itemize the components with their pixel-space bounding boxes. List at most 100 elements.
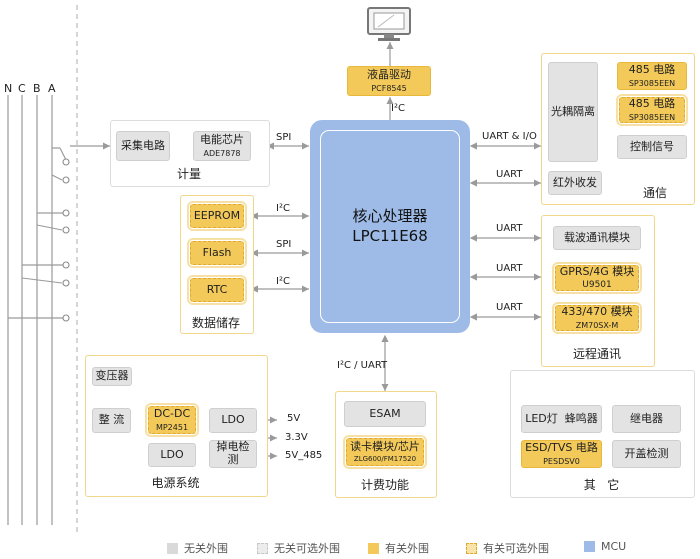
- sampling-circuit-block: 采集电路: [116, 131, 170, 161]
- ir-transceiver-block: 红外收发: [548, 171, 602, 195]
- voltage-5v-label: 5V: [287, 413, 301, 424]
- sampling-circuit-label: 采集电路: [121, 138, 165, 152]
- remote-bus2-label: UART: [496, 263, 523, 274]
- rectifier-label: 整 流: [98, 413, 125, 427]
- legend-text: 无关外围: [184, 542, 228, 555]
- remote-comm-label: 远程通讯: [572, 347, 621, 361]
- eeprom-block: EEPROM: [187, 201, 247, 231]
- dcdc-block: DC-DC MP2451: [145, 403, 199, 437]
- legend-text: 无关可选外围: [274, 542, 340, 555]
- led-buzzer-block: LED灯 蜂鸣器: [521, 405, 602, 433]
- optocoupler-block: 光耦隔离: [548, 62, 598, 162]
- control-signal-label: 控制信号: [630, 139, 674, 153]
- billing-bus-label: I²C / UART: [337, 360, 388, 371]
- ldo-2-block: LDO: [148, 443, 196, 467]
- phase-label-b: B: [33, 82, 41, 95]
- power-down-detect-block: 掉电检测: [209, 440, 257, 468]
- transformer-label: 变压器: [95, 369, 129, 383]
- cover-detect-label: 开盖检测: [624, 446, 669, 460]
- eeprom-label: EEPROM: [193, 208, 241, 222]
- dcdc-model: MP2451: [155, 422, 189, 432]
- rf-module-name: 433/470 模块: [561, 305, 633, 319]
- billing-label: 计费功能: [360, 478, 409, 492]
- gprs-module-model: U9501: [582, 280, 612, 291]
- carrier-module-block: 载波通讯模块: [553, 226, 641, 250]
- legend-swatch: [368, 542, 379, 554]
- control-signal-block: 控制信号: [617, 135, 687, 159]
- mcu-name: 核心处理器: [352, 207, 428, 225]
- rs485-1-model: SP3085EEN: [628, 78, 676, 88]
- rectifier-block: 整 流: [92, 408, 131, 433]
- remote-bus3-label: UART: [496, 302, 523, 313]
- legend-swatch: [167, 542, 178, 554]
- ir-transceiver-label: 红外收发: [553, 175, 597, 189]
- comm-bus-uart-io-label: UART & I/O: [482, 131, 537, 142]
- storage-label: 数据储存: [191, 316, 240, 330]
- phase-label-n: N: [4, 82, 13, 95]
- card-reader-model: ZLG600/FM17520: [353, 455, 417, 464]
- esd-tvs-name: ESD/TVS 电路: [525, 441, 598, 455]
- flash-label: Flash: [202, 245, 232, 259]
- other-group: [510, 370, 695, 498]
- phase-label-c: C: [18, 82, 26, 95]
- transformer-block: 变压器: [92, 367, 132, 386]
- energy-chip-model: ADE7878: [203, 148, 241, 158]
- ldo-1-label: LDO: [221, 413, 245, 427]
- rf-module-block: 433/470 模块 ZM70SX-M: [552, 302, 642, 334]
- card-reader-block: 读卡模块/芯片 ZLG600/FM17520: [343, 435, 427, 469]
- legend-swatch: [466, 542, 477, 554]
- comm-label: 通信: [642, 186, 667, 200]
- esd-tvs-block: ESD/TVS 电路 PESDSV0: [521, 440, 602, 468]
- rs485-1-block: 485 电路 SP3085EEN: [617, 62, 687, 90]
- led-buzzer-label: LED灯 蜂鸣器: [525, 411, 598, 425]
- flash-block: Flash: [187, 238, 247, 268]
- other-label: 其 它: [583, 478, 620, 492]
- legend-text: 有关可选外围: [483, 542, 549, 555]
- legend-item-unrelated: 无关外围: [167, 540, 228, 556]
- carrier-module-label: 载波通讯模块: [564, 230, 630, 244]
- rs485-2-block: 485 电路 SP3085EEN: [616, 94, 688, 126]
- legend-swatch: [584, 541, 595, 552]
- phase-label-a: A: [48, 82, 56, 95]
- gprs-module-block: GPRS/4G 模块 U9501: [552, 262, 642, 294]
- legend-item-related-optional: 有关可选外围: [466, 540, 549, 556]
- lcd-driver-block: 液晶驱动 PCF8545: [347, 66, 431, 96]
- mcu-model: LPC11E68: [352, 226, 428, 245]
- relay-block: 继电器: [612, 405, 681, 433]
- voltage-5v485-label: 5V_485: [285, 450, 323, 461]
- lcd-driver-model: PCF8545: [371, 83, 407, 93]
- dcdc-name: DC-DC: [153, 407, 191, 421]
- rs485-2-model: SP3085EEN: [628, 112, 676, 122]
- esd-tvs-model: PESDSV0: [543, 456, 580, 466]
- rtc-bus-label: I²C: [276, 276, 290, 287]
- gprs-module-name: GPRS/4G 模块: [559, 264, 635, 278]
- display-bus-label: I²C: [391, 103, 405, 114]
- cover-detect-block: 开盖检测: [612, 440, 681, 468]
- legend-item-unrelated-optional: 无关可选外围: [257, 540, 340, 556]
- metering-label: 计量: [176, 167, 201, 181]
- rtc-block: RTC: [187, 275, 247, 305]
- power-down-detect-label: 掉电检测: [216, 440, 250, 466]
- energy-chip-name: 电能芯片: [200, 133, 244, 147]
- monitor-icon: [366, 6, 412, 42]
- metering-bus-label: SPI: [276, 132, 292, 143]
- esam-label: ESAM: [369, 406, 401, 420]
- legend-text: 有关外围: [385, 542, 429, 555]
- voltage-3v3-label: 3.3V: [285, 432, 308, 443]
- optocoupler-label: 光耦隔离: [551, 104, 595, 118]
- rtc-label: RTC: [206, 282, 228, 296]
- mcu-block: 核心处理器 LPC11E68: [310, 120, 470, 333]
- lcd-driver-name: 液晶驱动: [367, 68, 411, 82]
- legend-item-mcu: MCU: [584, 540, 626, 553]
- relay-label: 继电器: [630, 411, 663, 425]
- energy-chip-block: 电能芯片 ADE7878: [193, 131, 251, 161]
- rs485-2-name: 485 电路: [628, 97, 676, 111]
- esam-block: ESAM: [344, 401, 426, 427]
- legend-item-related: 有关外围: [368, 540, 429, 556]
- legend-swatch: [257, 542, 268, 554]
- power-label: 电源系统: [151, 476, 200, 490]
- remote-bus1-label: UART: [496, 223, 523, 234]
- eeprom-bus-label: I²C: [276, 203, 290, 214]
- rs485-1-name: 485 电路: [628, 63, 676, 77]
- comm-bus-uart-label: UART: [496, 169, 523, 180]
